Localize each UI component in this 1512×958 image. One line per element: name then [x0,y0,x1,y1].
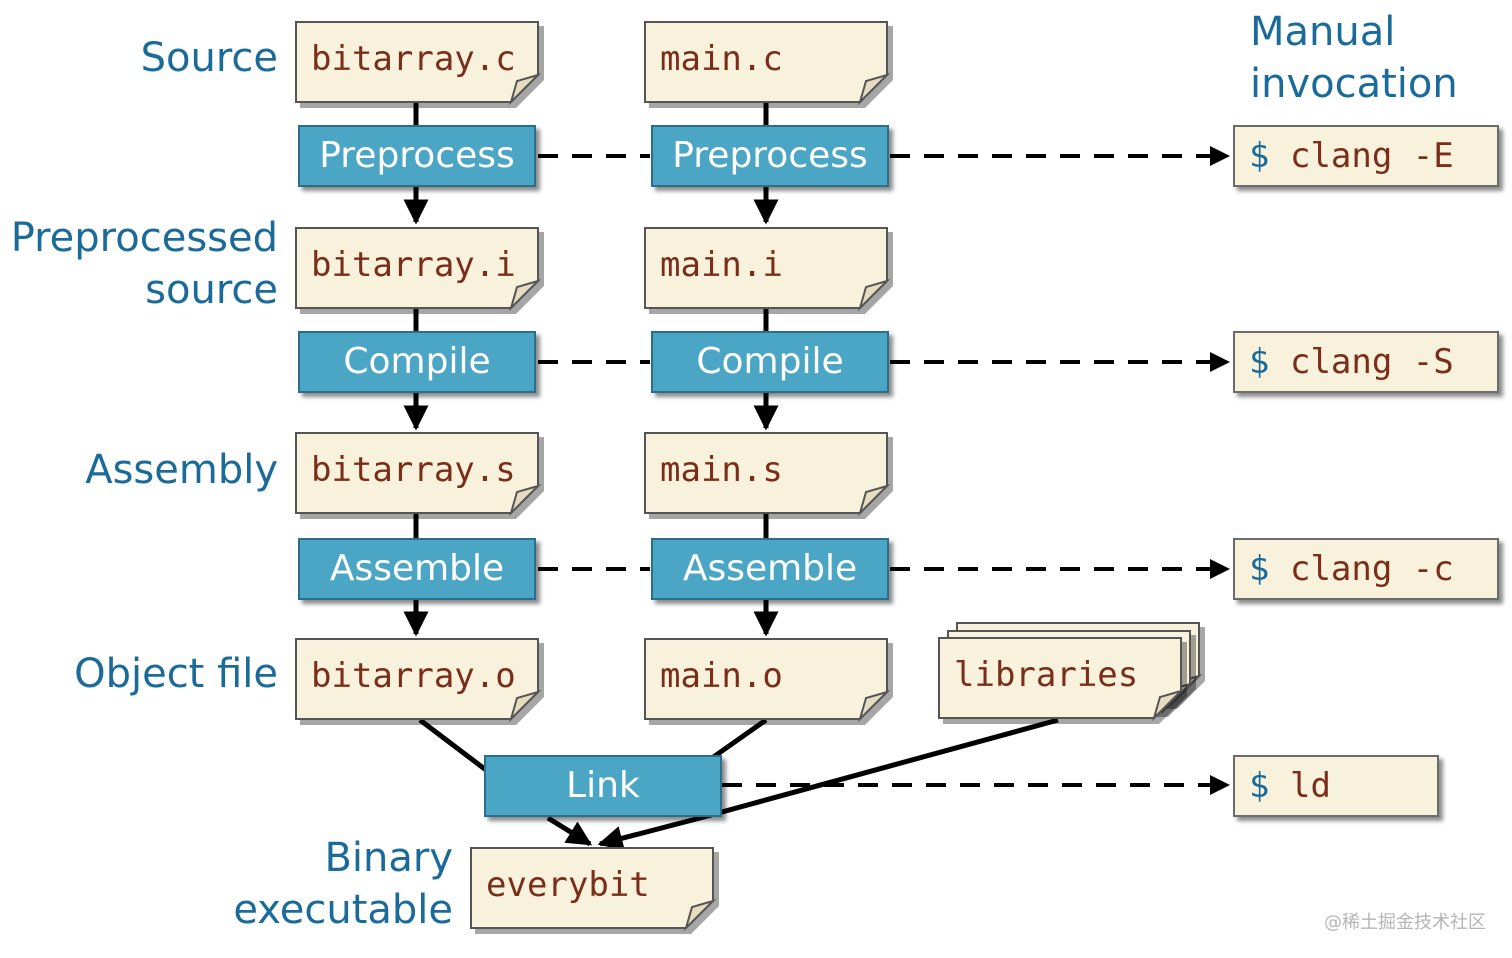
file-name: main.o [660,656,783,696]
file-libraries: libraries [938,637,1187,724]
step-compile-main: Compile [651,331,889,393]
file-name: bitarray.o [311,656,516,696]
command-text: clang -c [1289,549,1454,589]
link-output-arrow [597,815,701,851]
label-binary-line1: Binary [324,835,453,881]
prompt-symbol: $ [1249,136,1270,176]
file-name: bitarray.i [311,245,516,285]
watermark: @稀土掘金技术社区 [1324,912,1486,933]
label-source: Source [140,35,278,81]
command-text: clang -S [1289,342,1454,382]
step-compile-bitarray: Compile [298,331,536,393]
document-icon [644,432,893,519]
file-main-c: main.c [644,21,893,108]
label-manual-line1: Manual [1250,9,1396,55]
document-icon [295,21,544,108]
link-input-line [418,718,488,772]
label-manual-line2: invocation [1250,61,1458,107]
label-assembly: Assembly [85,447,278,493]
document-icon [938,637,1187,724]
step-preprocess-main: Preprocess [651,125,889,187]
link-input-line [710,717,768,761]
document-icon [470,847,719,934]
libraries-link-line [699,717,1059,821]
document-icon [295,227,544,314]
file-name: main.i [660,245,783,285]
file-name: bitarray.s [311,450,516,490]
prompt-symbol: $ [1249,549,1270,589]
file-everybit: everybit [470,847,719,934]
command-text: ld [1289,766,1331,806]
document-icon [644,21,893,108]
file-main-i: main.i [644,227,893,314]
file-main-s: main.s [644,432,893,519]
file-name: main.s [660,450,783,490]
file-bitarray-i: bitarray.i [295,227,544,314]
file-bitarray-s: bitarray.s [295,432,544,519]
link-output-arrow [546,815,593,847]
file-name: bitarray.c [311,39,516,79]
file-name: everybit [486,865,650,905]
command-link: $ ld [1233,755,1439,817]
file-main-o: main.o [644,638,893,725]
prompt-symbol: $ [1249,766,1270,806]
file-bitarray-c: bitarray.c [295,21,544,108]
prompt-symbol: $ [1249,342,1270,382]
command-compile: $ clang -S [1233,331,1499,393]
file-bitarray-o: bitarray.o [295,638,544,725]
file-name: libraries [954,655,1139,695]
document-icon [644,638,893,725]
command-text: clang -E [1289,136,1454,176]
document-icon [295,638,544,725]
command-assemble: $ clang -c [1233,538,1499,600]
command-preprocess: $ clang -E [1233,125,1499,187]
label-object-file: Object file [74,651,278,697]
file-name: main.c [660,39,783,79]
step-link: Link [484,755,722,817]
label-preprocessed-line1: Preprocessed [10,215,278,261]
document-icon [644,227,893,314]
label-preprocessed-line2: source [145,267,278,313]
step-assemble-main: Assemble [651,538,889,600]
step-preprocess-bitarray: Preprocess [298,125,536,187]
document-icon [295,432,544,519]
step-assemble-bitarray: Assemble [298,538,536,600]
label-binary-line2: executable [233,887,453,933]
